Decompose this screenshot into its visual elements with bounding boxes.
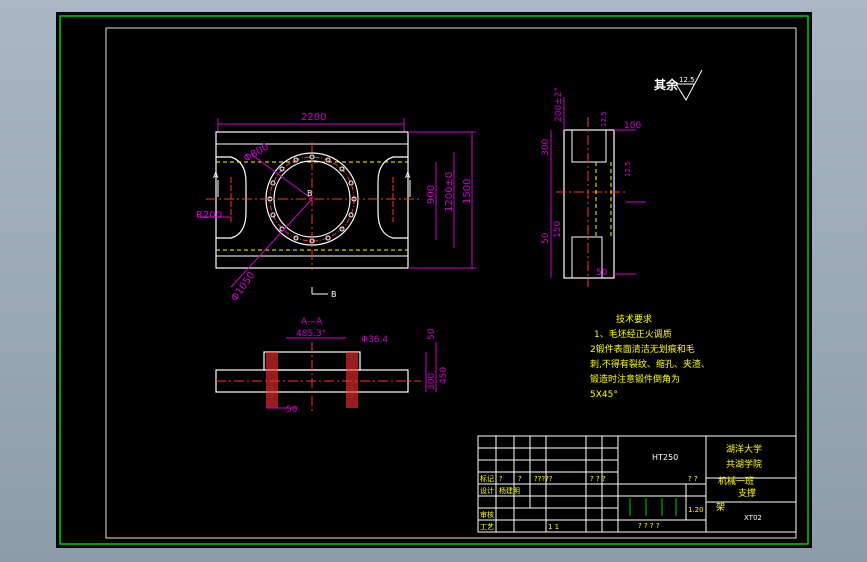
svg-text:50: 50 [596, 268, 608, 278]
svg-text:50: 50 [541, 232, 551, 244]
svg-text:R200: R200 [196, 210, 222, 221]
svg-text:?: ? [499, 475, 503, 483]
svg-text:5X45°: 5X45° [590, 390, 618, 400]
svg-text:技术要求: 技术要求 [616, 313, 652, 325]
svg-text:架: 架 [716, 502, 725, 513]
svg-text:支撑: 支撑 [738, 487, 756, 499]
svg-text:共湖学院: 共湖学院 [726, 458, 762, 470]
svg-text:?: ? [518, 475, 522, 483]
svg-text:12.5: 12.5 [624, 161, 632, 177]
svg-text:刺,不得有裂纹、缩孔、夹渣、: 刺,不得有裂纹、缩孔、夹渣、 [590, 358, 710, 370]
svg-text:审核: 审核 [480, 510, 494, 519]
svg-text:A: A [213, 171, 219, 180]
svg-text:锻造时注意锻件倒角为: 锻造时注意锻件倒角为 [590, 373, 680, 385]
svg-text:XT02: XT02 [744, 514, 762, 522]
svg-text:2200: 2200 [301, 112, 326, 123]
svg-text:A: A [405, 171, 411, 180]
svg-text:? ? ?: ? ? ? [590, 475, 606, 483]
svg-text:B: B [307, 189, 313, 198]
section-view: A—A 485.3° Φ36.4 50 50 300 450 [215, 317, 449, 415]
svg-text:A—A: A—A [301, 317, 323, 327]
svg-text:B: B [331, 290, 337, 299]
svg-text:湖洋大学: 湖洋大学 [726, 443, 762, 455]
drawing-canvas: 其余 12.5 2200 [56, 12, 812, 548]
svg-text:100: 100 [624, 121, 641, 131]
svg-text:2锻件表面清洁无划痕和毛: 2锻件表面清洁无划痕和毛 [590, 343, 695, 355]
svg-text:杨建明: 杨建明 [499, 486, 520, 495]
side-view: 200±2° 100 300 12.5 12.5 150 50 50 [541, 87, 646, 287]
svg-text:机械一班: 机械一班 [718, 475, 754, 487]
svg-text:50: 50 [286, 405, 298, 415]
svg-text:? ? ? ?: ? ? ? ? [638, 522, 660, 530]
svg-text:?????: ????? [534, 475, 553, 483]
inner-frame [105, 27, 797, 539]
surface-finish: 其余 12.5 [654, 69, 703, 101]
svg-text:300: 300 [541, 139, 551, 156]
svg-text:Φ800: Φ800 [242, 142, 271, 165]
svg-text:150: 150 [553, 221, 563, 238]
svg-text:1、毛坯经正火调质: 1、毛坯经正火调质 [594, 328, 672, 340]
svg-text:485.3°: 485.3° [296, 329, 326, 339]
svg-text:其余: 其余 [654, 77, 679, 92]
svg-text:300: 300 [427, 373, 437, 390]
svg-text:200±2°: 200±2° [554, 87, 564, 122]
svg-text:1 1: 1 1 [548, 523, 559, 531]
outer-frame [59, 15, 809, 545]
svg-text:50: 50 [427, 328, 437, 340]
tech-requirements: 技术要求 1、毛坯经正火调质 2锻件表面清洁无划痕和毛 刺,不得有裂纹、缩孔、夹… [590, 313, 710, 400]
svg-text:1500: 1500 [462, 179, 473, 204]
title-block: 标记 设计 审核 工艺 杨建明 ? ? ????? ? ? ? ? ? 1 1 … [477, 435, 797, 533]
svg-text:工艺: 工艺 [480, 523, 494, 531]
front-view: 2200 Φ800 [196, 112, 476, 304]
svg-text:12.5: 12.5 [679, 76, 695, 84]
svg-text:? ?: ? ? [688, 475, 698, 483]
svg-text:450: 450 [439, 367, 449, 384]
svg-text:Φ1050: Φ1050 [229, 270, 257, 304]
svg-text:900: 900 [426, 185, 437, 204]
svg-text:1200±0: 1200±0 [444, 172, 455, 212]
svg-text:HT250: HT250 [652, 453, 678, 462]
svg-text:12.5: 12.5 [600, 111, 608, 127]
svg-text:1.20: 1.20 [688, 506, 704, 514]
svg-text:Φ36.4: Φ36.4 [361, 335, 388, 345]
svg-text:标记: 标记 [480, 474, 494, 483]
svg-text:设计: 设计 [480, 486, 494, 495]
